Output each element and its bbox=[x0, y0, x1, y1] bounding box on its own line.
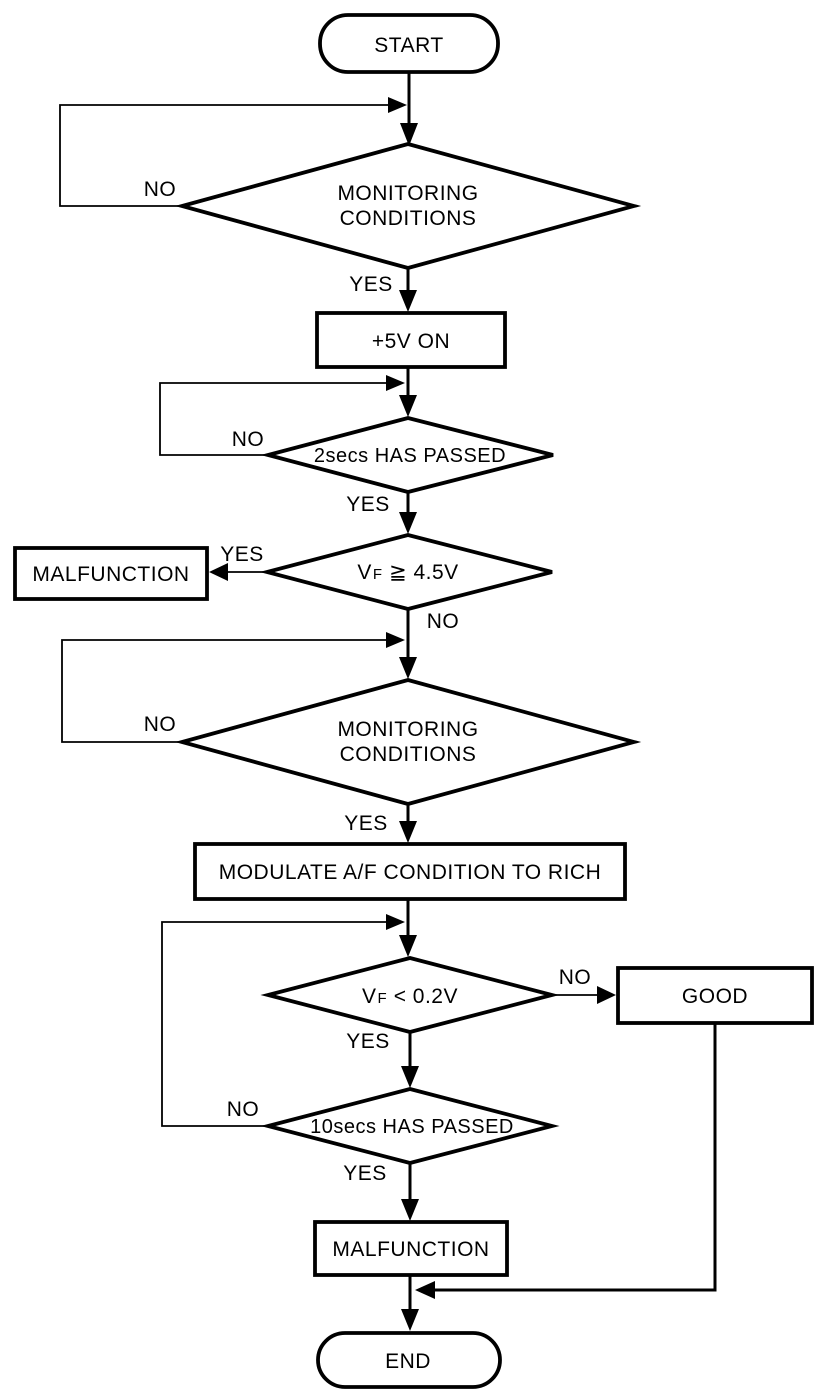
monitoring1-yes-label: YES bbox=[349, 273, 393, 296]
passed-10secs-diamond bbox=[260, 1087, 560, 1165]
monitoring-conditions-2-diamond bbox=[174, 678, 642, 806]
arrowhead-down-into-malfunction2-icon bbox=[401, 1199, 419, 1221]
arrowhead-right-no-loop4-icon bbox=[386, 914, 405, 930]
start-node bbox=[318, 13, 500, 74]
good-label: GOOD bbox=[682, 985, 748, 1008]
arrowhead-left-good-join-icon bbox=[415, 1281, 435, 1299]
arrowhead-down-into-passed2s-icon bbox=[399, 395, 417, 417]
monitoring2-yes-label: YES bbox=[344, 812, 388, 835]
passed2s-label: 2secs HAS PASSED bbox=[314, 445, 506, 467]
vf02-label: VF < 0.2V bbox=[362, 985, 458, 1008]
edge-monitoring1-no-loop bbox=[59, 104, 390, 207]
arrowhead-down-into-monitoring1-icon bbox=[400, 123, 418, 146]
monitoring1-label-line1: MONITORING bbox=[337, 182, 478, 205]
plus5v-on-box bbox=[315, 311, 507, 369]
vf-ge-45-diamond bbox=[259, 533, 553, 611]
plus5v-label: +5V ON bbox=[372, 330, 450, 353]
end-node bbox=[316, 1331, 502, 1389]
start-label: START bbox=[374, 34, 443, 57]
modulate-label: MODULATE A/F CONDITION TO RICH bbox=[219, 861, 602, 884]
arrowhead-down-into-plus5v-icon bbox=[399, 290, 417, 312]
malfunction1-label: MALFUNCTION bbox=[32, 563, 189, 586]
passed-2secs-diamond bbox=[260, 416, 554, 494]
passed2s-no-label: NO bbox=[232, 428, 265, 451]
monitoring2-label-line1: MONITORING bbox=[337, 718, 478, 741]
malfunction2-box bbox=[313, 1220, 509, 1277]
malfunction2-label: MALFUNCTION bbox=[332, 1238, 489, 1261]
arrowhead-left-into-malfunction1-icon bbox=[209, 563, 228, 581]
malfunction1-box bbox=[13, 546, 209, 601]
passed10s-yes-label: YES bbox=[343, 1162, 387, 1185]
arrowhead-right-no-loop3-icon bbox=[386, 632, 405, 648]
vf02-f-sub: F bbox=[378, 990, 387, 1007]
edge-good-to-end-junction bbox=[434, 1023, 717, 1292]
monitoring1-label-line2: CONDITIONS bbox=[340, 207, 477, 230]
vf45-v: V bbox=[357, 561, 372, 584]
vf45-label: VF ≧ 4.5V bbox=[357, 561, 458, 584]
edge-passed2s-no-loop bbox=[159, 382, 388, 456]
arrowhead-down-into-end-icon bbox=[401, 1309, 419, 1331]
vf02-no-label: NO bbox=[559, 966, 592, 989]
arrowhead-down-into-vf45-icon bbox=[399, 512, 417, 534]
arrowhead-down-into-modulate-icon bbox=[399, 821, 417, 843]
end-label: END bbox=[385, 1350, 431, 1373]
monitoring2-label-line2: CONDITIONS bbox=[340, 743, 477, 766]
monitoring-conditions-1-diamond bbox=[174, 142, 642, 270]
monitoring2-no-label: NO bbox=[144, 713, 177, 736]
good-box bbox=[616, 966, 814, 1025]
edge-passed10s-no-loop bbox=[161, 921, 388, 1127]
vf02-v: V bbox=[362, 985, 377, 1008]
monitoring1-no-label: NO bbox=[144, 178, 177, 201]
arrowhead-down-into-passed10s-icon bbox=[401, 1066, 419, 1088]
arrowhead-right-no-loop2-icon bbox=[386, 375, 405, 391]
modulate-af-box bbox=[193, 842, 627, 901]
passed10s-label: 10secs HAS PASSED bbox=[310, 1116, 514, 1138]
edge-monitoring2-no-loop bbox=[61, 639, 388, 743]
vf45-yes-label: YES bbox=[220, 543, 264, 566]
vf-lt-02-diamond bbox=[260, 956, 560, 1034]
arrowhead-right-into-good-icon bbox=[597, 986, 616, 1004]
vf02-cmp: < 0.2V bbox=[394, 985, 458, 1008]
arrowhead-down-into-vf02-icon bbox=[399, 935, 417, 957]
arrowhead-down-into-monitoring2-icon bbox=[399, 657, 417, 679]
vf45-f-sub: F bbox=[373, 566, 382, 583]
passed10s-no-label: NO bbox=[227, 1098, 260, 1121]
vf02-yes-label: YES bbox=[346, 1030, 390, 1053]
vf45-cmp: ≧ 4.5V bbox=[389, 561, 459, 584]
passed2s-yes-label: YES bbox=[346, 493, 390, 516]
vf45-no-label: NO bbox=[427, 610, 460, 633]
arrowhead-right-no-loop1-icon bbox=[388, 97, 407, 113]
